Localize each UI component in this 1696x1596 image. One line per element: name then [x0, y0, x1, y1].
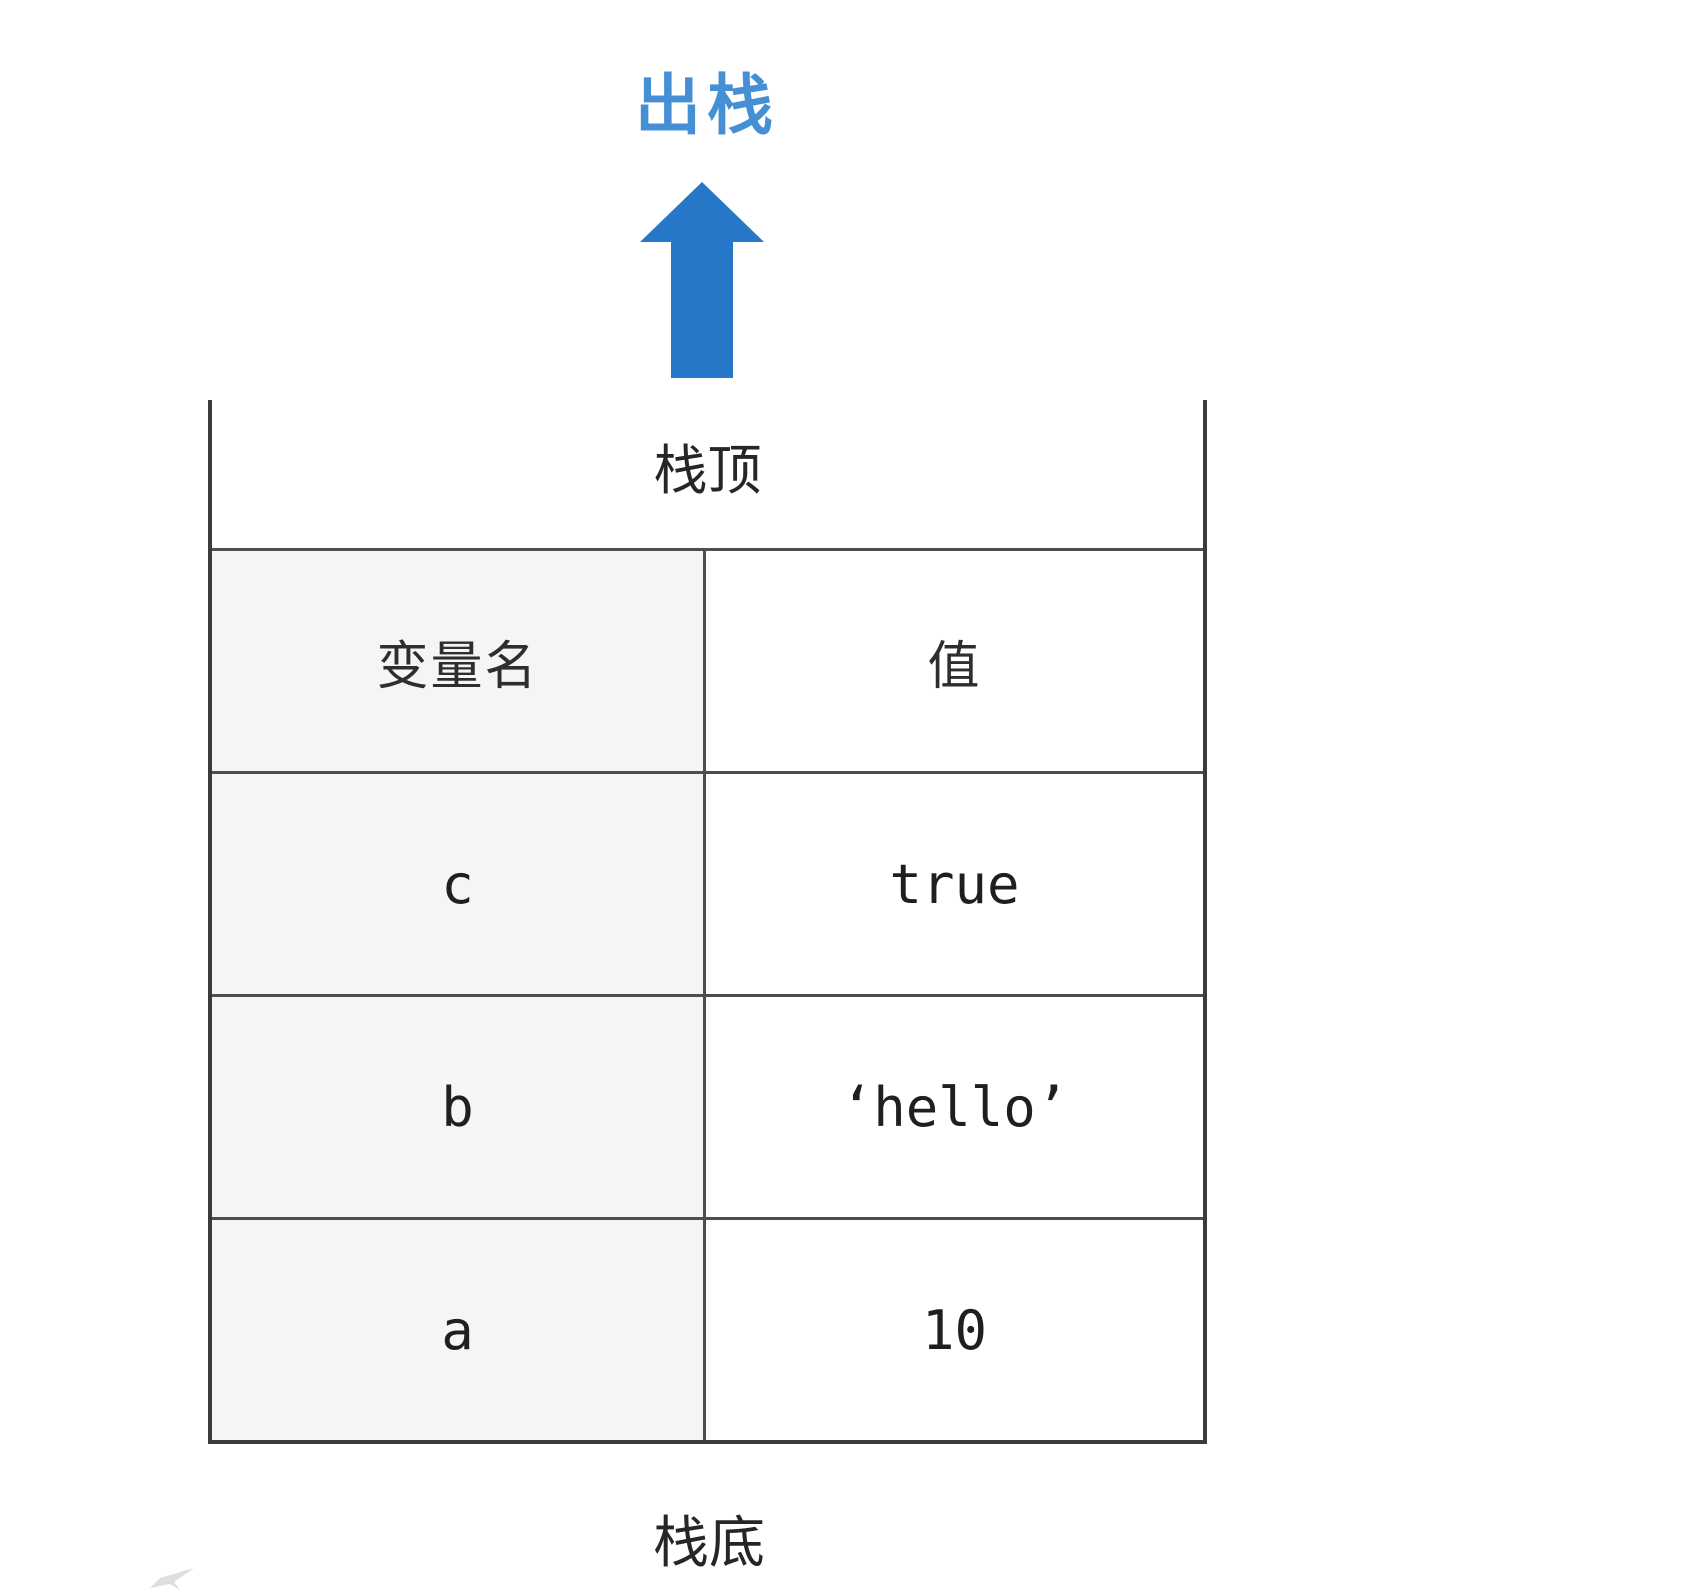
- pen-cursor-artifact-icon: [150, 1568, 194, 1590]
- table-row-a-name: a: [212, 1217, 706, 1440]
- variable-name-c: c: [441, 852, 474, 916]
- stack-top-label: 栈顶: [653, 439, 762, 502]
- up-arrow-icon: [640, 182, 764, 378]
- pop-label: 出栈: [635, 67, 779, 144]
- table-row-b-value: ‘hello’: [706, 994, 1203, 1217]
- variable-name-b: b: [441, 1075, 474, 1139]
- pen-cursor-artifact-shape: [150, 1568, 194, 1590]
- variable-name-a: a: [441, 1298, 474, 1362]
- table-row-a-value: 10: [706, 1217, 1203, 1440]
- column-header-value: 值: [927, 636, 982, 697]
- variable-value-c: true: [889, 852, 1020, 916]
- variable-value-b: ‘hello’: [840, 1075, 1069, 1139]
- table-row-b-name: b: [212, 994, 706, 1217]
- column-header-variable-name: 变量名: [376, 636, 539, 697]
- variable-table: 变量名 值 c true b ‘hello’ a 10: [212, 548, 1203, 1440]
- stack-bottom-label: 栈底: [653, 1511, 765, 1576]
- table-row-c-name: c: [212, 771, 706, 994]
- stack-container: 栈顶 变量名 值 c true b ‘hello’ a: [208, 400, 1207, 1444]
- table-row-c-value: true: [706, 771, 1203, 994]
- table-header-name: 变量名: [212, 548, 706, 771]
- table-header-value: 值: [706, 548, 1203, 771]
- up-arrow-shape: [640, 182, 764, 378]
- variable-value-a: 10: [921, 1298, 988, 1362]
